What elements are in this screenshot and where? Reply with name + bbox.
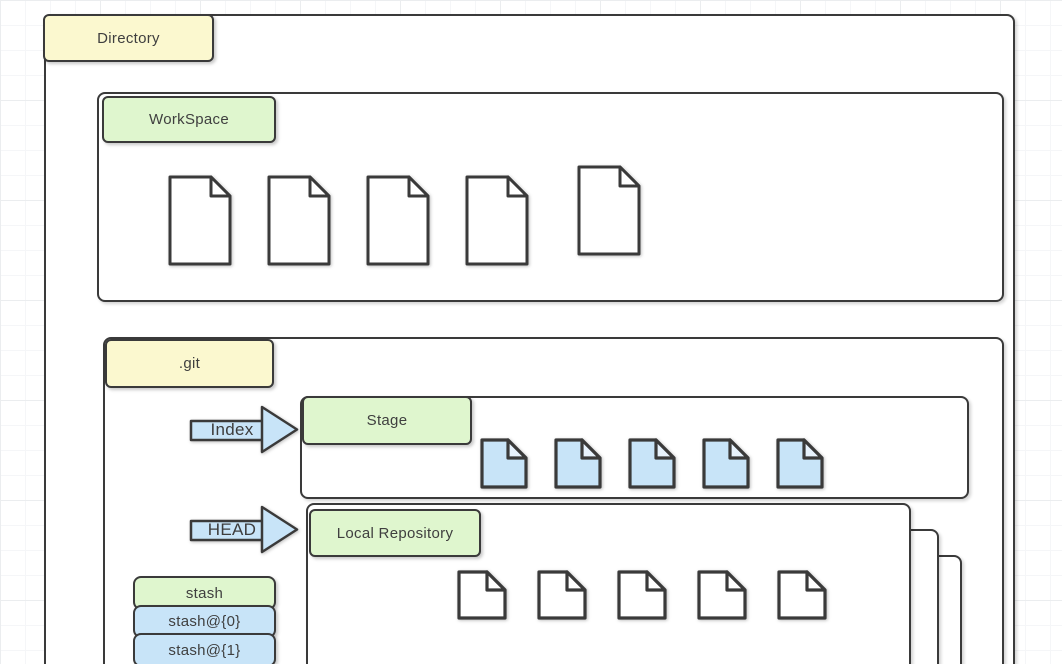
stash-item[interactable]: stash@{1} (133, 633, 276, 664)
index-arrow[interactable]: Index (189, 405, 299, 454)
right-arrow-icon (189, 405, 299, 454)
document-icon[interactable] (554, 438, 602, 489)
document-icon[interactable] (537, 570, 587, 620)
document-icon[interactable] (628, 438, 676, 489)
document-icon[interactable] (697, 570, 747, 620)
document-icon[interactable] (267, 175, 331, 266)
stash-item-text: stash@{0} (168, 613, 241, 630)
workspace-label-text: WorkSpace (149, 111, 229, 128)
stash-item[interactable]: stash@{0} (133, 605, 276, 638)
stage-files (480, 438, 824, 489)
workspace-label[interactable]: WorkSpace (102, 96, 276, 143)
git-label-text: .git (178, 355, 201, 372)
document-icon[interactable] (702, 438, 750, 489)
stage-label[interactable]: Stage (302, 396, 472, 445)
document-icon[interactable] (617, 570, 667, 620)
right-arrow-icon (189, 505, 299, 554)
document-icon[interactable] (776, 438, 824, 489)
directory-label-text: Directory (97, 29, 160, 47)
index-arrow-label: Index (210, 419, 254, 439)
document-icon[interactable] (168, 175, 232, 266)
stash-label[interactable]: stash (133, 576, 276, 610)
directory-label[interactable]: Directory (43, 14, 214, 62)
document-icon[interactable] (366, 175, 430, 266)
document-icon[interactable] (480, 438, 528, 489)
local-repository-label[interactable]: Local Repository (309, 509, 481, 557)
stash-item-text: stash@{1} (168, 641, 241, 659)
local-repository-files (457, 570, 827, 620)
document-icon[interactable] (577, 165, 641, 256)
local-repository-label-text: Local Repository (336, 524, 454, 542)
head-arrow-label: HEAD (207, 519, 257, 539)
head-arrow[interactable]: HEAD (189, 505, 299, 554)
document-icon[interactable] (457, 570, 507, 620)
workspace-files (168, 165, 641, 266)
document-icon[interactable] (465, 175, 529, 266)
git-label[interactable]: .git (105, 339, 274, 388)
stage-label-text: Stage (366, 412, 408, 429)
stash-label-text: stash (185, 584, 224, 602)
document-icon[interactable] (777, 570, 827, 620)
